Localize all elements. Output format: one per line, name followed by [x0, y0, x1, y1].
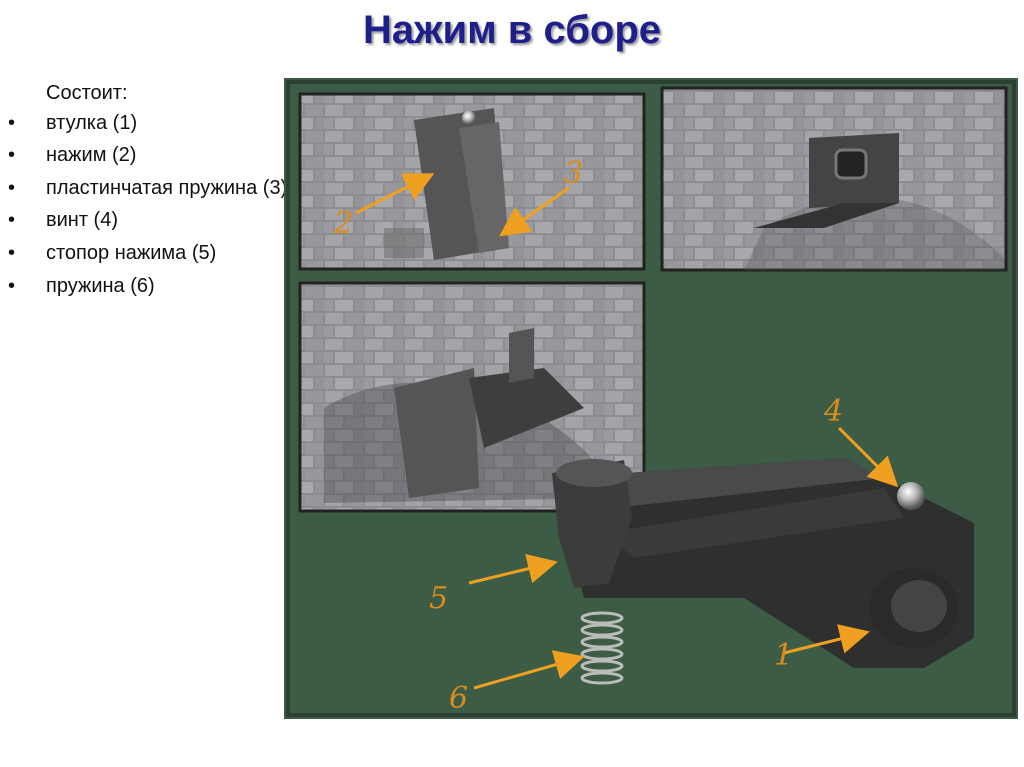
callout-2: 2 [333, 206, 353, 241]
list-item: винт (4) [8, 209, 298, 233]
list-item: стопор нажима (5) [8, 242, 298, 266]
main-render [552, 458, 974, 685]
assembly-figure: 1 2 3 4 5 6 [284, 78, 1018, 719]
slide-title: Нажим в сборе [362, 8, 662, 52]
list-item: втулка (1) [8, 112, 298, 136]
components-list: Состоит: втулка (1) нажим (2) пластинчат… [8, 82, 298, 307]
photo-top-right [660, 86, 1008, 272]
callout-arrows [355, 173, 899, 690]
callout-3: 3 [564, 156, 583, 191]
callout-4: 4 [823, 394, 843, 429]
list-item: пружина (6) [8, 275, 298, 299]
list-item: пластинчатая пружина (3) [8, 177, 298, 201]
list-intro: Состоит: [46, 82, 128, 104]
photo-top-left [298, 92, 646, 271]
callout-1: 1 [774, 638, 793, 673]
callout-6: 6 [449, 681, 468, 716]
list-item: нажим (2) [8, 144, 298, 168]
callout-5: 5 [429, 581, 448, 616]
